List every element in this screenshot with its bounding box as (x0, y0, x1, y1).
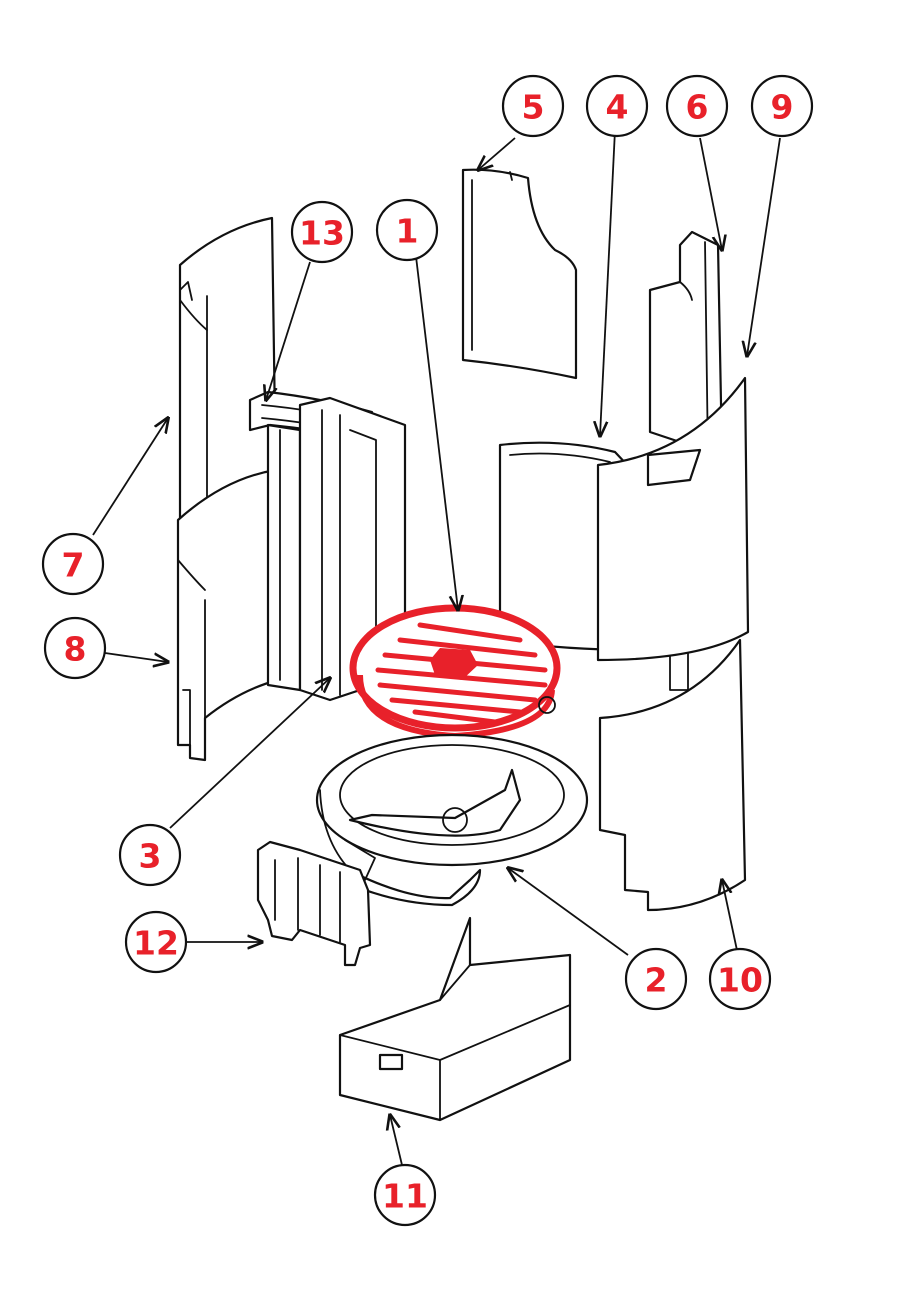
part-5-rear-brick (461, 168, 578, 380)
callout-3: 3 (118, 823, 182, 887)
part-6-right-brick (648, 230, 724, 461)
callout-1-label: 1 (396, 212, 419, 251)
callout-1: 1 (375, 198, 439, 262)
part-10-lower-right-liner (598, 638, 747, 912)
callout-12: 12 (124, 910, 188, 974)
callout-4: 4 (585, 74, 649, 138)
part-8-lower-left-liner (176, 468, 280, 762)
callout-13-label: 13 (299, 214, 345, 253)
leader-lines (92, 129, 781, 1166)
callout-13: 13 (290, 200, 354, 264)
callout-9: 9 (750, 74, 814, 138)
callout-10-label: 10 (717, 961, 763, 1000)
callout-6-label: 6 (686, 88, 709, 127)
callout-3-label: 3 (139, 837, 162, 876)
callout-8-label: 8 (64, 630, 87, 669)
callout-12-label: 12 (133, 924, 179, 963)
part-11-ash-drawer (338, 916, 572, 1122)
callout-4-label: 4 (606, 88, 629, 127)
callout-7-label: 7 (62, 546, 85, 585)
callout-9-label: 9 (771, 88, 794, 127)
callout-8: 8 (43, 616, 107, 680)
callout-7: 7 (41, 532, 105, 596)
callout-6: 6 (665, 74, 729, 138)
part-1-grate (349, 604, 561, 740)
callout-11-label: 11 (382, 1177, 428, 1216)
callout-10: 10 (708, 947, 772, 1011)
callout-5-label: 5 (522, 88, 545, 127)
callout-5: 5 (501, 74, 565, 138)
callout-2-label: 2 (645, 961, 668, 1000)
callout-2: 2 (624, 947, 688, 1011)
part-12-bracket (256, 840, 372, 967)
callout-11: 11 (373, 1163, 437, 1227)
part-9-upper-right-liner (596, 376, 750, 662)
